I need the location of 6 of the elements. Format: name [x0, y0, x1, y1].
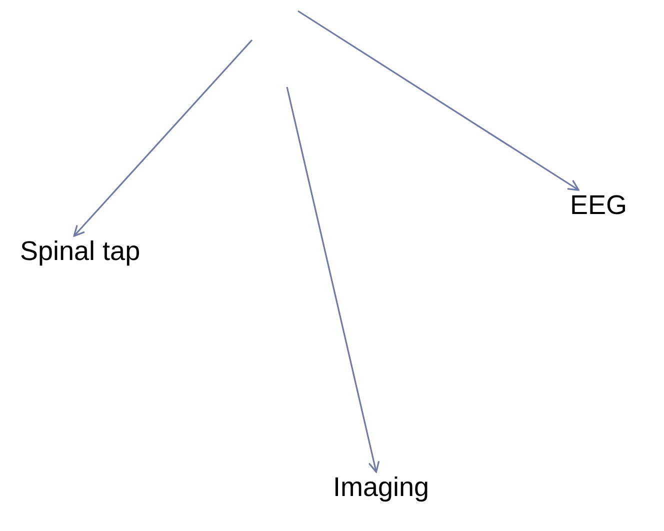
arrow	[286, 86, 380, 473]
node-label: EEG	[570, 190, 628, 222]
arrow	[73, 39, 253, 237]
node-label: Imaging	[333, 472, 430, 504]
arrow	[298, 10, 580, 191]
node-label: Spinal tap	[20, 236, 140, 268]
